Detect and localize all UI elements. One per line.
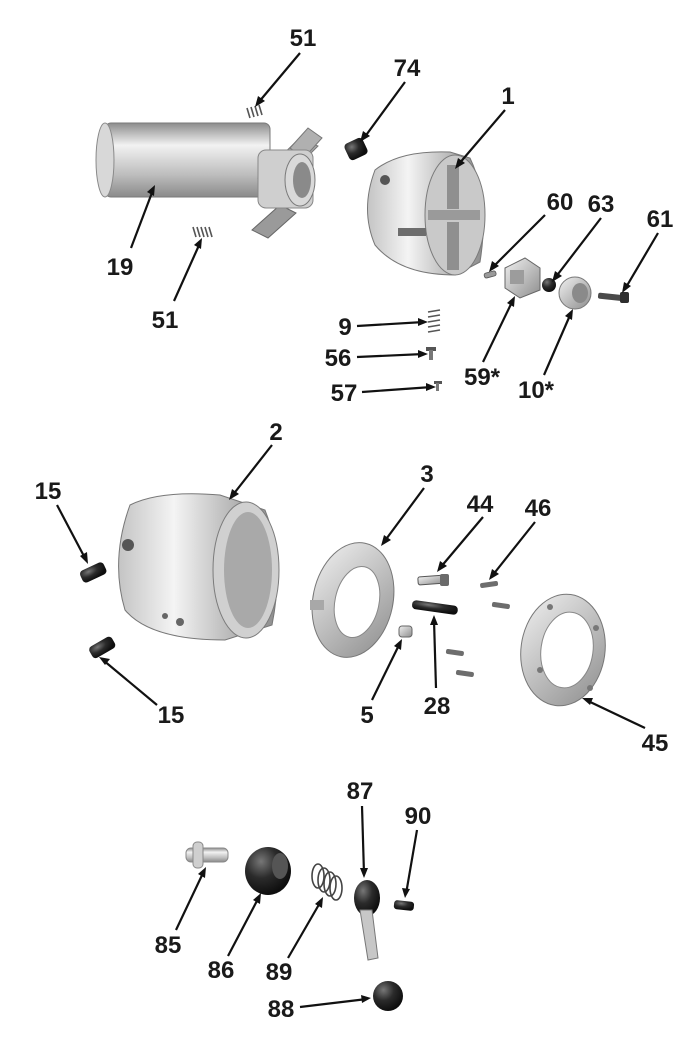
leader-lines (56, 52, 659, 1009)
callout-86: 86 (208, 957, 235, 984)
callout-19: 19 (107, 254, 134, 281)
callout-56: 56 (325, 345, 352, 372)
part-56-screw (426, 347, 436, 360)
callout-46: 46 (525, 495, 552, 522)
callout-87: 87 (347, 778, 374, 805)
part-88-ball-knob (373, 981, 403, 1011)
part-5-insert (398, 625, 413, 638)
callout-59: 59* (464, 364, 501, 391)
callout-28: 28 (424, 693, 451, 720)
part-59-jaw-block (504, 257, 541, 299)
part-44-screw (417, 574, 449, 586)
callout-labels: 51 74 1 19 51 60 63 61 9 56 57 59* 10* 2… (35, 25, 674, 1023)
part-51-spring-upper (246, 104, 263, 119)
part-2-sleeve (118, 493, 280, 641)
callout-9: 9 (338, 314, 351, 341)
part-15-set-screw-upper (79, 562, 107, 583)
callout-60: 60 (547, 189, 574, 216)
callout-88: 88 (268, 996, 295, 1023)
callout-51-lower: 51 (152, 307, 179, 334)
part-90-screw (393, 900, 415, 911)
callout-63: 63 (588, 191, 615, 218)
part-51-spring-lower (192, 226, 213, 238)
part-46-screws (445, 581, 510, 677)
callout-15-upper: 15 (35, 478, 62, 505)
part-1-chuck-body (367, 151, 486, 276)
part-89-spring (311, 863, 343, 901)
part-60-pin (483, 270, 497, 279)
callout-1: 1 (501, 83, 514, 110)
callout-90: 90 (405, 803, 432, 830)
callout-10: 10* (518, 377, 555, 404)
callout-61: 61 (647, 206, 674, 233)
callout-44: 44 (467, 491, 494, 518)
part-28-dowel (412, 600, 458, 615)
callout-51-upper: 51 (290, 25, 317, 52)
callout-85: 85 (155, 932, 182, 959)
callout-57: 57 (331, 380, 358, 407)
part-86-hub (245, 847, 291, 895)
part-3-flange-ring (310, 542, 395, 658)
part-85-pin (185, 841, 229, 869)
callout-3: 3 (420, 461, 433, 488)
part-45-plate (520, 593, 606, 707)
part-61-bolt (597, 292, 629, 303)
callout-15-lower: 15 (158, 702, 185, 729)
callout-89: 89 (266, 959, 293, 986)
part-10-collar (558, 276, 592, 310)
part-19-shaft (95, 122, 323, 239)
callout-74: 74 (394, 55, 421, 82)
part-15-set-screw-lower (89, 636, 116, 659)
callout-2: 2 (269, 419, 282, 446)
part-87-handle (354, 880, 380, 961)
callout-5: 5 (360, 702, 373, 729)
part-9-spring (427, 309, 441, 333)
part-57-screw (434, 381, 442, 391)
part-74-set-screw (344, 137, 368, 161)
callout-45: 45 (642, 730, 669, 757)
